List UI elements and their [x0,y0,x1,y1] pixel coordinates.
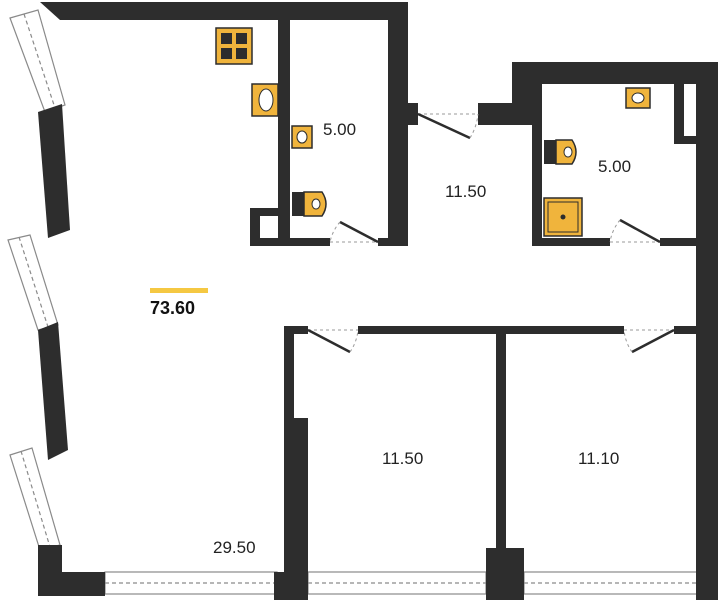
window-left-lower [9,447,61,551]
window-bottom-living [104,571,278,595]
stove-icon [215,27,253,65]
door-hallway-entry[interactable] [417,112,479,140]
window-left-upper [9,9,66,113]
window-bottom-bedroom-1 [307,571,487,595]
sink-icon [251,83,279,117]
toilet-icon [544,139,577,165]
room-area-bedroom-2: 11.10 [578,449,619,468]
window-bottom-bedroom-2 [523,571,699,595]
room-area-bedroom-1: 11.50 [382,449,423,468]
sink-icon [625,87,651,109]
sink-icon [291,125,313,149]
shower-tray-icon [543,197,583,237]
room-area-living: 29.50 [213,538,256,557]
door-bathroom-1[interactable] [329,220,379,244]
door-bathroom-2[interactable] [609,218,661,244]
window-left-middle [7,234,59,331]
door-bedroom-1[interactable] [307,328,359,354]
toilet-icon [292,191,327,217]
total-area-accent-bar [150,288,208,293]
room-area-hallway: 11.50 [445,182,486,201]
walls [38,2,718,600]
total-area-label: 73.60 [150,298,195,318]
room-area-bathroom-1: 5.00 [323,120,356,139]
room-area-bathroom-2: 5.00 [598,157,631,176]
door-bedroom-2[interactable] [623,328,675,354]
